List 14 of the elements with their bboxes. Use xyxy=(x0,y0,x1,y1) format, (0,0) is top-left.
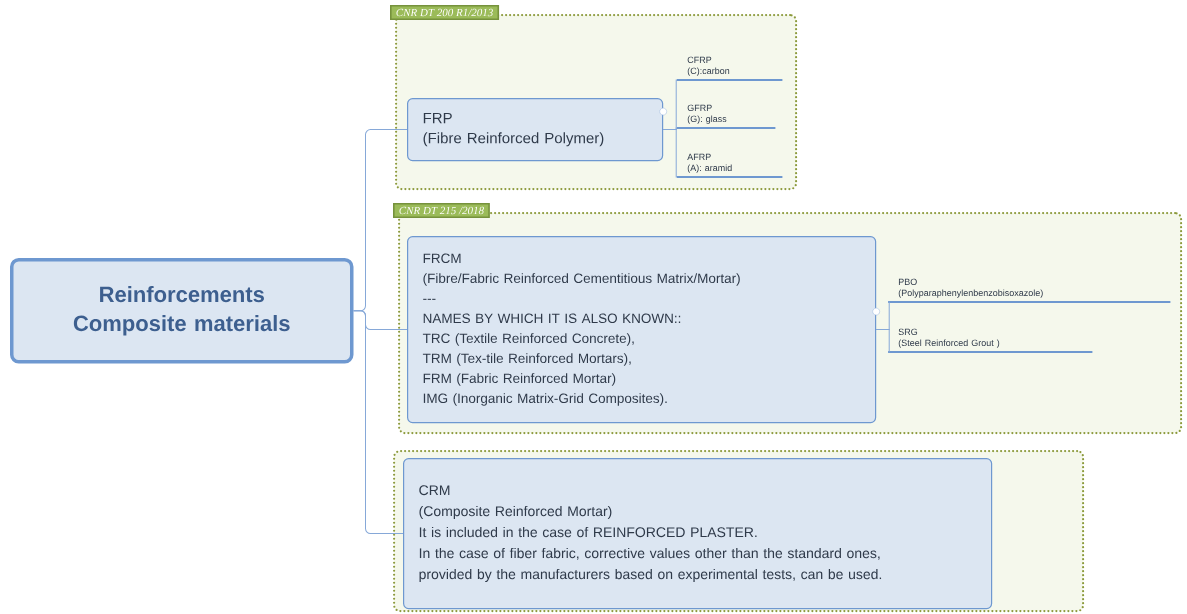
connector-line xyxy=(662,129,678,178)
topic-box: FRP (Fibre Reinforced Polymer) xyxy=(407,98,664,162)
subtopic: CFRP (C):carbon xyxy=(677,56,783,82)
standard-tag: CNR DT 215 /2018 xyxy=(393,203,490,219)
standard-tag: CNR DT 200 R1/2013 xyxy=(390,5,500,21)
subtopic: PBO (Polyparaphenylenbenzobisoxazole) xyxy=(888,278,1171,304)
topic-box: CRM (Composite Reinforced Mortar) It is included in the case of REINFORCED PLASTER. In the case of fiber fabric, corrective values other than the standard ones, provided by the manufacturers based on experimental tests, can be used. xyxy=(403,458,993,610)
connector-line xyxy=(353,310,404,535)
connector-line xyxy=(875,329,890,353)
subtopic: GFRP (G): glass xyxy=(677,104,776,130)
subtopic: SRG (Steel Reinforced Grout ) xyxy=(888,328,1093,354)
topic-box: FRCM (Fibre/Fabric Reinforced Cementitious Matrix/Mortar) --- NAMES BY WHICH IT IS ALSO KNOWN:: TRC (Textile Reinforced Concrete), TRM (Tex-tile Reinforced Mortars), FRM (Fabric Reinforced Mortar) IMG (Inorganic Matrix-Grid Composites). xyxy=(407,236,877,424)
subtopic: AFRP (A): aramid xyxy=(677,153,783,179)
central-topic-box: Reinforcements Composite materials xyxy=(10,258,354,364)
